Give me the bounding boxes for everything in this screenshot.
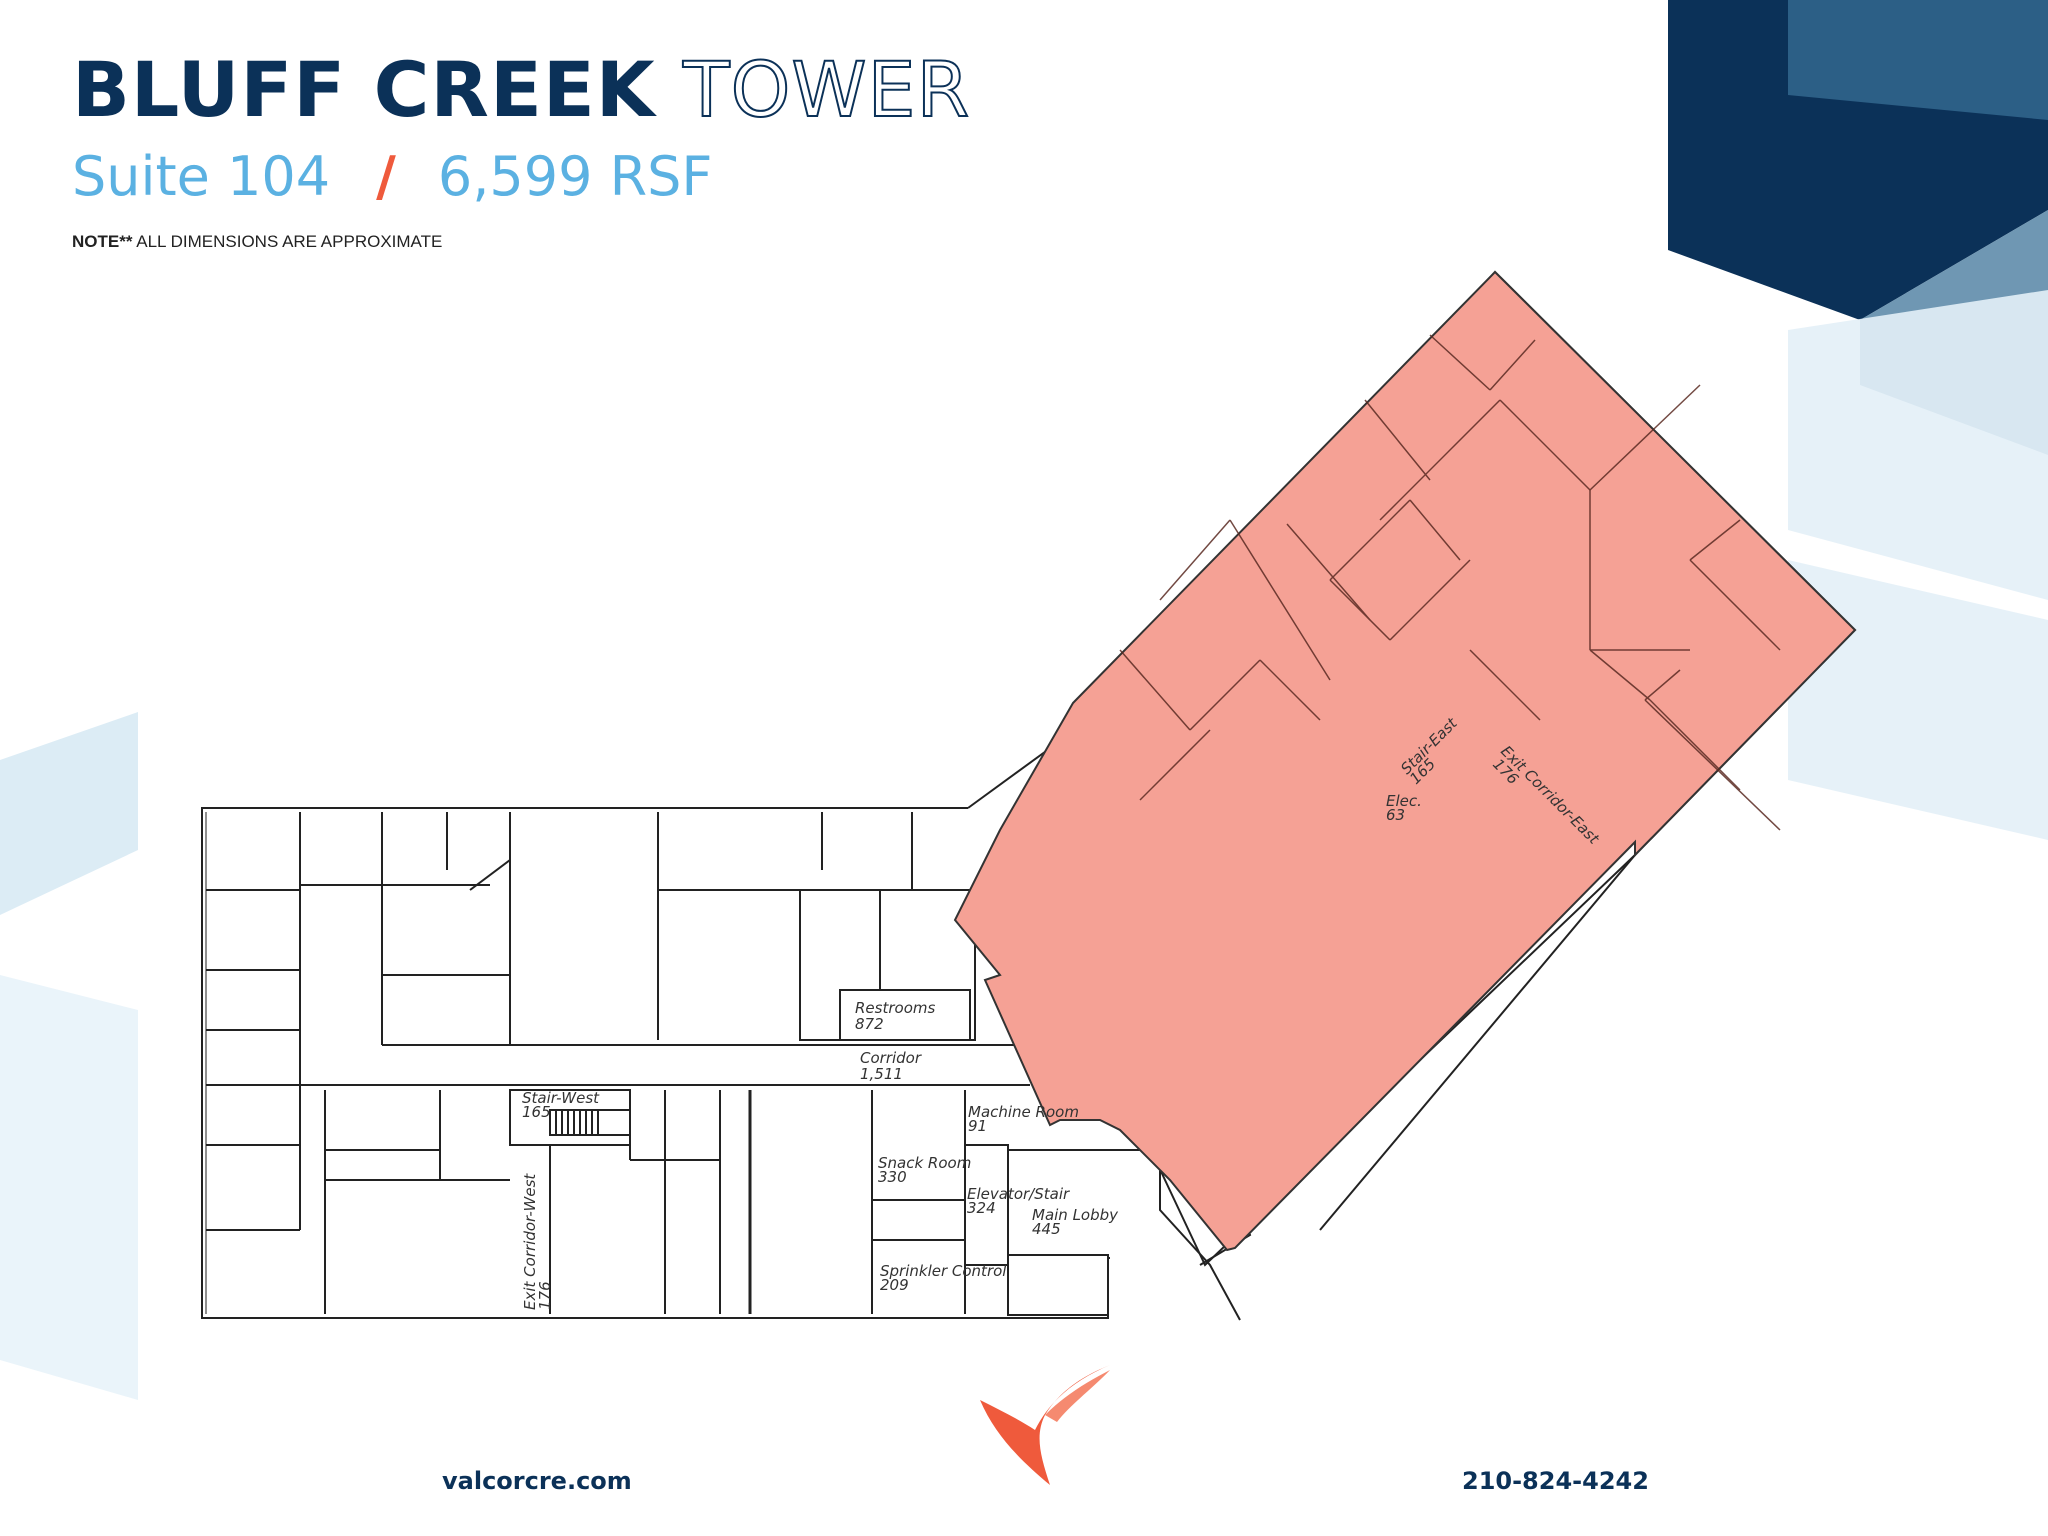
area-label: 6,599 RSF bbox=[437, 145, 713, 208]
room-area-exit-corridor-west: 176 bbox=[536, 1281, 554, 1310]
title-bold: BLUFF CREEK bbox=[72, 45, 656, 134]
room-name-stair-west: Stair-West bbox=[522, 1089, 600, 1107]
room-area-main-lobby: 445 bbox=[1032, 1220, 1061, 1238]
page-title: BLUFF CREEK TOWER bbox=[72, 51, 970, 129]
room-name-exit-corridor-west: Exit Corridor-West bbox=[521, 1173, 539, 1310]
room-name-sprinkler-control: Sprinkler Control bbox=[880, 1262, 1007, 1280]
suite-104-highlight bbox=[953, 270, 1857, 1252]
room-area-restrooms: 872 bbox=[855, 1015, 884, 1033]
room-area-elevator-stair: 324 bbox=[967, 1199, 996, 1217]
suite-label: Suite 104 bbox=[72, 145, 331, 208]
website-link[interactable]: valcorcre.com bbox=[442, 1467, 632, 1495]
room-area-snack-room: 330 bbox=[878, 1168, 907, 1186]
phone-number: 210-824-4242 bbox=[1462, 1467, 1649, 1495]
room-name-machine-room: Machine Room bbox=[968, 1103, 1079, 1121]
room-name-elec: Elec. bbox=[1386, 792, 1422, 810]
room-area-corridor: 1,511 bbox=[860, 1065, 903, 1083]
valcor-logo bbox=[980, 1365, 1110, 1485]
room-area-machine-room: 91 bbox=[968, 1117, 987, 1135]
note-label: NOTE** bbox=[72, 232, 133, 251]
room-name-main-lobby: Main Lobby bbox=[1032, 1206, 1119, 1224]
dimensions-note: NOTE** ALL DIMENSIONS ARE APPROXIMATE bbox=[72, 232, 442, 252]
room-area-elec: 63 bbox=[1386, 806, 1405, 824]
room-area-sprinkler-control: 209 bbox=[880, 1276, 909, 1294]
separator: / bbox=[376, 145, 396, 208]
room-name-corridor: Corridor bbox=[860, 1049, 922, 1067]
suite-subtitle: Suite 104/6,599 RSF bbox=[72, 150, 713, 204]
note-text: ALL DIMENSIONS ARE APPROXIMATE bbox=[136, 232, 443, 251]
room-name-restrooms: Restrooms bbox=[855, 999, 935, 1017]
room-name-snack-room: Snack Room bbox=[878, 1154, 971, 1172]
title-outline: TOWER bbox=[682, 45, 971, 134]
room-area-stair-west: 165 bbox=[522, 1103, 551, 1121]
room-name-elevator-stair: Elevator/Stair bbox=[967, 1185, 1070, 1203]
